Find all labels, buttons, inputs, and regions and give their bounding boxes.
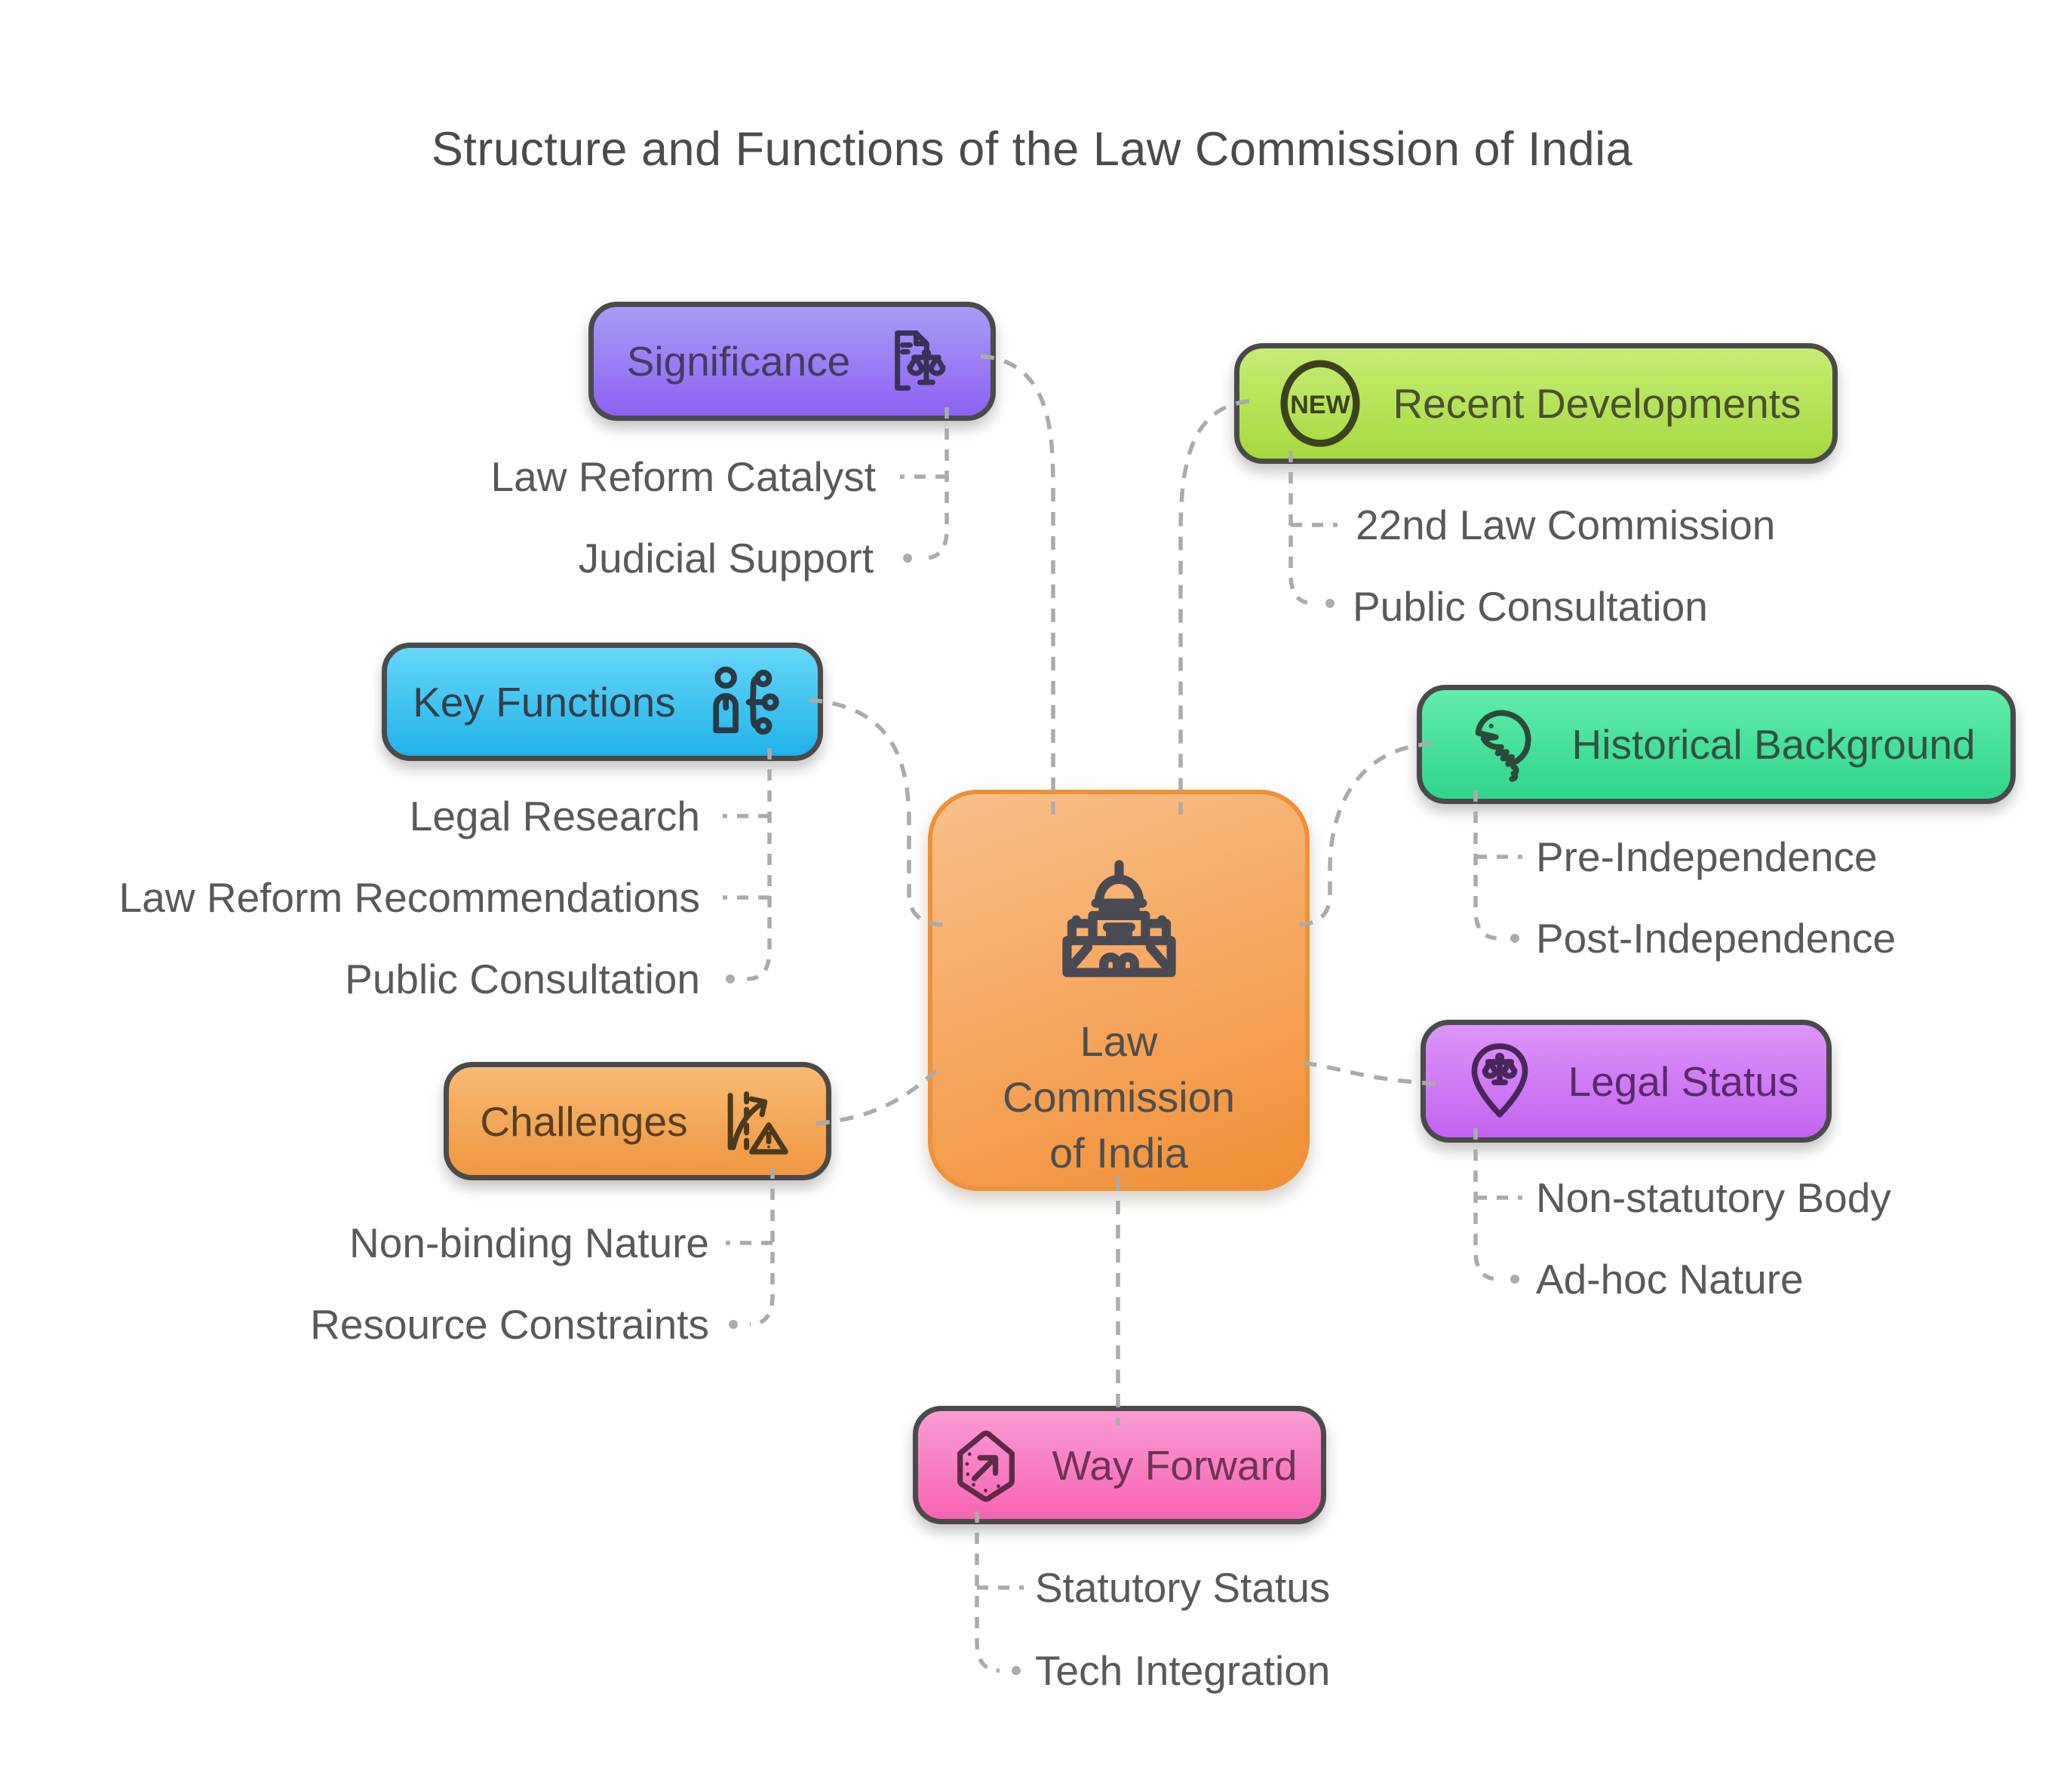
item-law-reform-catalyst[interactable]: Law Reform Catalyst <box>490 453 876 500</box>
wire-key-functions <box>808 698 945 927</box>
branch-key-functions-label: Key Functions <box>413 678 676 726</box>
branch-challenges-label: Challenges <box>480 1097 688 1145</box>
item-non-statutory-body[interactable]: Non-statutory Body <box>1536 1174 1891 1221</box>
item-pre-independence[interactable]: Pre-Independence <box>1536 833 1878 880</box>
road-warning-icon <box>727 1091 788 1155</box>
wire-legal-status <box>1297 1060 1436 1086</box>
item-ad-hoc-nature[interactable]: Ad-hoc Nature <box>1536 1256 1804 1303</box>
item-public-consultation-functions[interactable]: Public Consultation <box>345 956 700 1002</box>
new-badge-icon: NEW <box>1280 360 1360 447</box>
branch-legal-status[interactable]: Legal Status <box>1421 1020 1832 1143</box>
item-legal-research[interactable]: Legal Research <box>409 793 700 839</box>
item-tech-integration[interactable]: Tech Integration <box>1035 1647 1331 1694</box>
government-building-icon <box>1061 860 1176 977</box>
item-non-binding-nature[interactable]: Non-binding Nature <box>349 1220 709 1266</box>
wire-recent-developments <box>1178 399 1250 815</box>
item-post-independence[interactable]: Post-Independence <box>1536 915 1897 962</box>
branch-way-forward-label: Way Forward <box>1052 1441 1298 1489</box>
dinosaur-icon <box>1475 710 1531 782</box>
branch-significance-label: Significance <box>626 338 851 385</box>
branch-recent-developments-label: Recent Developments <box>1393 380 1801 427</box>
branch-recent-developments[interactable]: NEW Recent Developments <box>1234 343 1838 464</box>
branch-legal-status-label: Legal Status <box>1568 1057 1799 1105</box>
central-node[interactable]: Law Commission of India <box>928 790 1310 1191</box>
item-22nd-law-commission[interactable]: 22nd Law Commission <box>1356 502 1776 548</box>
item-judicial-support[interactable]: Judicial Support <box>578 535 874 581</box>
arrow-badge-icon <box>957 1430 1015 1502</box>
branch-historical-background-label: Historical Background <box>1571 721 1976 768</box>
person-hierarchy-icon <box>713 666 779 735</box>
document-scales-icon <box>895 330 946 391</box>
wire-historical-background <box>1295 741 1433 927</box>
branch-key-functions[interactable]: Key Functions <box>382 643 823 761</box>
branch-significance[interactable]: Significance <box>588 302 996 421</box>
item-resource-constraints[interactable]: Resource Constraints <box>310 1301 709 1348</box>
central-node-label: Law Commission of India <box>1002 1017 1236 1177</box>
svg-text:NEW: NEW <box>1291 391 1351 419</box>
item-public-consultation-recent[interactable]: Public Consultation <box>1353 583 1708 630</box>
item-statutory-status[interactable]: Statutory Status <box>1035 1564 1331 1611</box>
branch-challenges[interactable]: Challenges <box>444 1062 831 1180</box>
item-law-reform-recommendations[interactable]: Law Reform Recommendations <box>118 874 700 921</box>
wire-significance <box>980 354 1055 815</box>
wire-challenges <box>815 1061 946 1126</box>
branch-historical-background[interactable]: Historical Background <box>1417 685 2016 804</box>
branch-way-forward[interactable]: Way Forward <box>913 1406 1326 1524</box>
page-title: Structure and Functions of the Law Commi… <box>431 123 1633 176</box>
location-scales-icon <box>1471 1042 1528 1118</box>
